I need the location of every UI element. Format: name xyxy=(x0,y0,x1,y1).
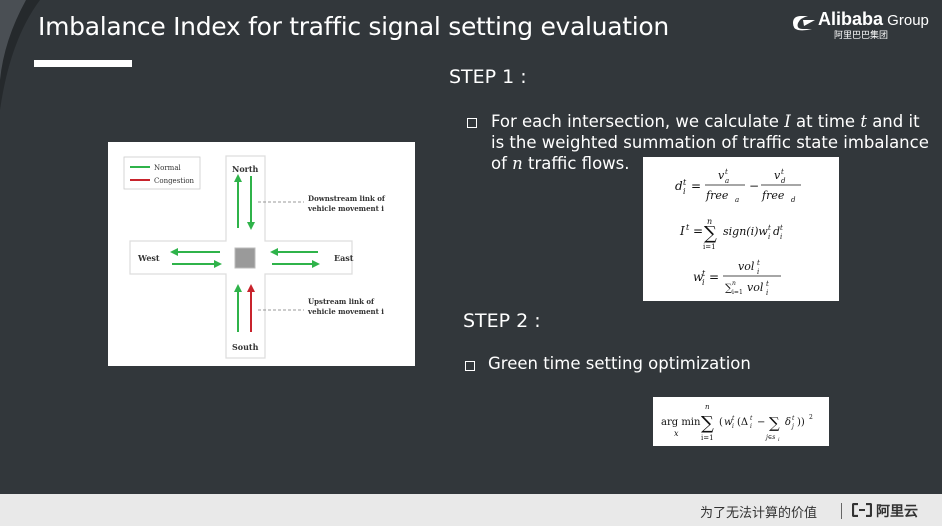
svg-text:−: − xyxy=(749,179,759,193)
svg-text:d: d xyxy=(781,177,786,185)
title-underline xyxy=(34,60,132,67)
west-label: West xyxy=(137,253,160,263)
step2-bullet-text: Green time setting optimization xyxy=(488,354,751,373)
svg-text:w: w xyxy=(724,417,733,428)
step1-bullet-marker xyxy=(467,118,477,128)
svg-text:i=1: i=1 xyxy=(703,243,716,251)
svg-text:t: t xyxy=(683,178,687,187)
alibaba-logo-icon xyxy=(793,16,815,31)
svg-text:d: d xyxy=(773,225,780,238)
svg-text:I: I xyxy=(679,224,685,238)
svg-text:free: free xyxy=(761,189,785,202)
svg-text:t: t xyxy=(732,415,735,422)
svg-text:d: d xyxy=(675,179,683,193)
svg-text:t: t xyxy=(792,415,795,422)
svg-text:−: − xyxy=(757,417,765,428)
svg-text:∑: ∑ xyxy=(769,414,780,432)
svg-text:t: t xyxy=(750,415,753,422)
step1-bullet-text: For each intersection, we calculate I at… xyxy=(491,112,929,173)
svg-text:∑: ∑ xyxy=(704,223,717,244)
svg-text:t: t xyxy=(768,224,771,232)
svg-text:vol: vol xyxy=(747,281,764,294)
svg-text:i: i xyxy=(757,268,759,276)
svg-text:t: t xyxy=(686,223,690,232)
svg-text:vol: vol xyxy=(738,260,755,273)
svg-text:i: i xyxy=(778,437,780,443)
east-label: East xyxy=(334,253,354,263)
alibaba-cloud-icon xyxy=(852,503,872,517)
svg-text:j: j xyxy=(790,423,794,430)
svg-text:∑: ∑ xyxy=(701,413,714,434)
svg-text:t: t xyxy=(781,168,784,176)
svg-text:)): )) xyxy=(797,417,805,428)
svg-text:t: t xyxy=(725,168,728,176)
svg-text:t: t xyxy=(702,269,706,278)
svg-text:a: a xyxy=(735,196,739,204)
upstream-label-line1: Upstream link of xyxy=(308,297,375,306)
corner-decoration xyxy=(0,0,40,110)
upstream-label-line2: vehicle movement i xyxy=(307,307,384,316)
svg-text:2: 2 xyxy=(809,414,813,421)
logo-wordmark: Alibaba Group xyxy=(818,9,929,29)
downstream-label-line2: vehicle movement i xyxy=(307,204,384,213)
svg-text:free: free xyxy=(705,189,729,202)
svg-text:(Δ: (Δ xyxy=(737,417,748,428)
footer-brand: 阿里云 xyxy=(876,504,918,520)
svg-text:i=1: i=1 xyxy=(732,289,743,296)
svg-text:t: t xyxy=(780,224,783,232)
legend-normal-label: Normal xyxy=(154,164,181,172)
svg-text:i: i xyxy=(683,187,686,196)
svg-text:=: = xyxy=(693,224,703,238)
step1-heading: STEP 1 : xyxy=(449,66,527,88)
svg-text:i: i xyxy=(732,423,734,430)
svg-text:t: t xyxy=(766,280,769,288)
south-label: South xyxy=(232,342,259,352)
svg-text:∑: ∑ xyxy=(725,283,733,294)
svg-text:w: w xyxy=(693,270,704,284)
svg-text:a: a xyxy=(725,177,729,185)
footer-slogan: 为了无法计算的价值 xyxy=(700,506,818,521)
svg-text:i: i xyxy=(750,423,752,430)
step2-bullet-marker xyxy=(465,361,475,371)
svg-text:t: t xyxy=(757,259,760,267)
downstream-label-line1: Downstream link of xyxy=(308,194,386,203)
north-label: North xyxy=(232,164,259,174)
footer-separator xyxy=(841,503,842,519)
svg-text:i: i xyxy=(780,233,782,241)
svg-text:i: i xyxy=(768,233,770,241)
slide-title: Imbalance Index for traffic signal setti… xyxy=(38,12,669,41)
svg-text:n: n xyxy=(705,403,710,411)
svg-text:=: = xyxy=(691,179,701,193)
svg-text:i=1: i=1 xyxy=(701,434,714,442)
svg-text:v: v xyxy=(774,169,781,182)
svg-text:j∈s: j∈s xyxy=(764,434,775,441)
svg-text:n: n xyxy=(707,217,712,226)
svg-text:v: v xyxy=(718,169,725,182)
footer: 为了无法计算的价值 阿里云 xyxy=(0,494,942,526)
logo-subtitle: 阿里巴巴集团 xyxy=(834,30,889,40)
step2-heading: STEP 2 : xyxy=(463,310,541,332)
svg-text:d: d xyxy=(791,196,796,204)
svg-text:i: i xyxy=(766,289,768,297)
svg-text:arg min: arg min xyxy=(661,417,701,428)
svg-text:x: x xyxy=(674,429,679,438)
legend-congestion-label: Congestion xyxy=(154,177,195,185)
intersection-diagram: Normal Congestion xyxy=(108,142,415,366)
svg-text:i: i xyxy=(702,278,705,287)
svg-text:=: = xyxy=(709,270,719,284)
svg-text:(: ( xyxy=(719,417,723,428)
svg-text:δ: δ xyxy=(785,417,791,428)
svg-text:sign(i)w: sign(i)w xyxy=(723,225,768,238)
svg-text:n: n xyxy=(732,280,736,287)
